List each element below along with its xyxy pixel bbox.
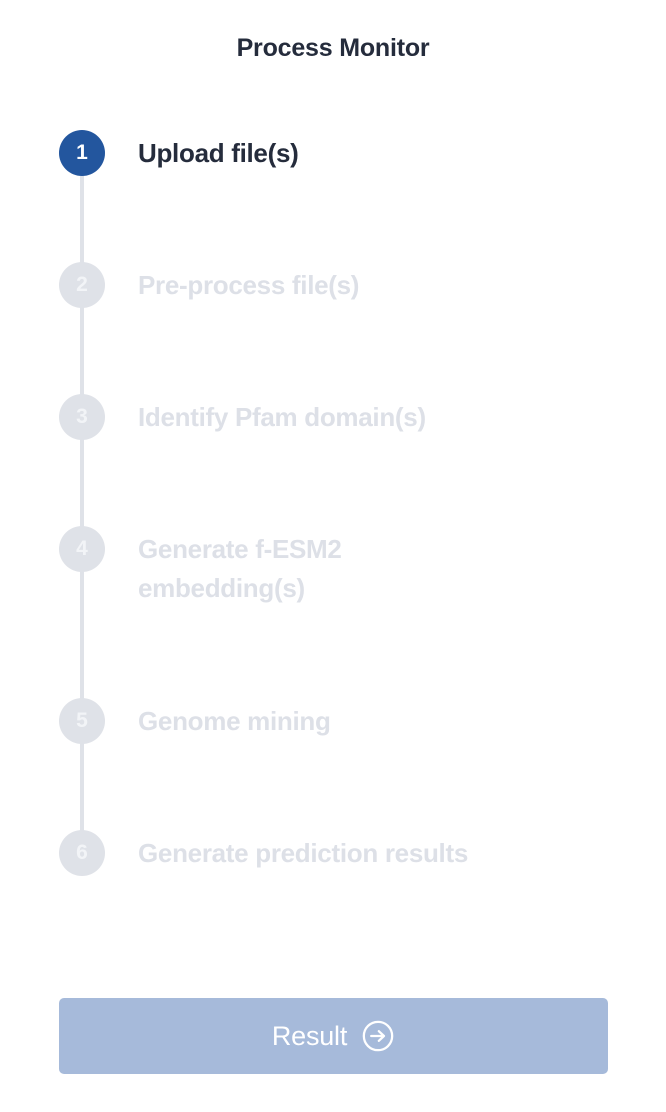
result-button-label: Result: [271, 1020, 348, 1051]
step-label-6: Generate prediction results: [138, 838, 469, 868]
step-marker-5[interactable]: 5: [59, 698, 105, 744]
step-label-5: Genome mining: [138, 706, 331, 736]
step-label-3: Identify Pfam domain(s): [138, 402, 426, 432]
step-connector-4-5: [80, 549, 84, 721]
step-connector-5-6: [80, 721, 84, 853]
step-label-1: Upload file(s): [138, 138, 299, 168]
step-marker-6[interactable]: 6: [59, 830, 105, 876]
step-label-4: Generate f-ESM2 embedding(s): [138, 534, 342, 603]
page-title: Process Monitor: [236, 34, 430, 62]
result-button[interactable]: Result: [59, 998, 608, 1074]
step-marker-3[interactable]: 3: [59, 394, 105, 440]
step-connector-1-2: [80, 153, 84, 285]
step-connector-3-4: [80, 417, 84, 549]
step-marker-2[interactable]: 2: [59, 262, 105, 308]
process-stepper: 1 Upload file(s) 2 Pre-process file(s) 3…: [0, 110, 666, 900]
step-label-2: Pre-process file(s): [138, 270, 360, 300]
arrow-right-circle-icon: [361, 1019, 395, 1053]
step-marker-4[interactable]: 4: [59, 526, 105, 572]
step-connector-2-3: [80, 285, 84, 417]
step-marker-1[interactable]: 1: [59, 130, 105, 176]
